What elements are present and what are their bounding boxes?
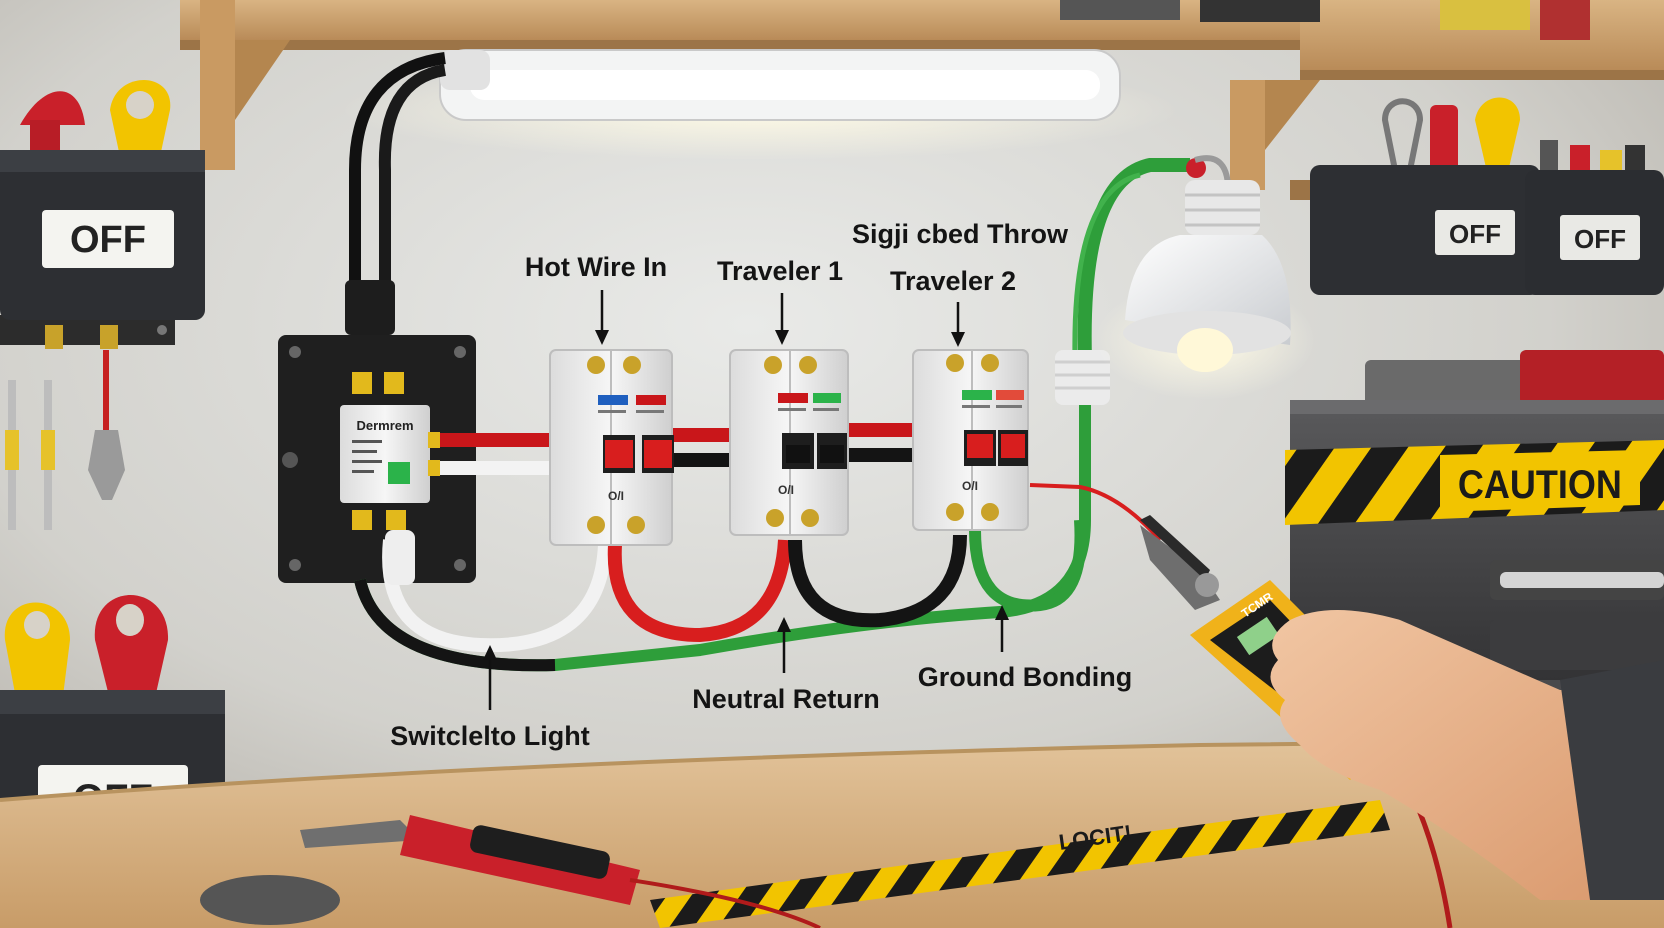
bin-label-right-2: OFF [1574, 224, 1626, 254]
label-hot-wire-in: Hot Wire In [525, 252, 667, 282]
probe-wire [1029, 483, 1162, 542]
breaker-3-mark: O/I [962, 479, 978, 493]
main-junction-box: Dermrem [278, 335, 476, 583]
main-box-label: Dermrem [356, 418, 413, 433]
label-single-throw: Sigji cbed Throw [852, 219, 1069, 249]
label-traveler-1: Traveler 1 [717, 256, 843, 286]
label-neutral-return: Neutral Return [692, 684, 880, 714]
breaker-2-mark: O/I [778, 483, 794, 497]
caution-sign: CAUTION [1458, 463, 1622, 507]
bus-wires [428, 423, 920, 476]
feed-cable [345, 52, 447, 335]
right-tool-area: OFF OFF [1290, 97, 1664, 295]
hand [1270, 610, 1664, 900]
loop-wires [354, 360, 1091, 672]
breaker-3: O/I [912, 349, 1029, 531]
tube-light [340, 49, 1180, 160]
breaker-2: O/I [729, 349, 849, 536]
label-ground-bonding: Ground Bonding [918, 662, 1132, 692]
pendant-lamp [1095, 155, 1315, 400]
diagram-labels: Hot Wire In Traveler 1 Sigji cbed Throw … [390, 219, 1132, 751]
top-shelf [180, 0, 1664, 190]
workbench: LOCIT! [0, 738, 1664, 928]
label-traveler-2: Traveler 2 [890, 266, 1016, 296]
breaker-1: O/I [549, 349, 674, 546]
breaker-1-mark: O/I [608, 489, 624, 503]
lamp-cable [1055, 158, 1206, 405]
bin-label-right-1: OFF [1449, 219, 1501, 249]
bin-label-left-top: OFF [70, 219, 146, 261]
label-switch-to-light: Switclelto Light [390, 721, 590, 751]
pliers [1140, 515, 1220, 610]
